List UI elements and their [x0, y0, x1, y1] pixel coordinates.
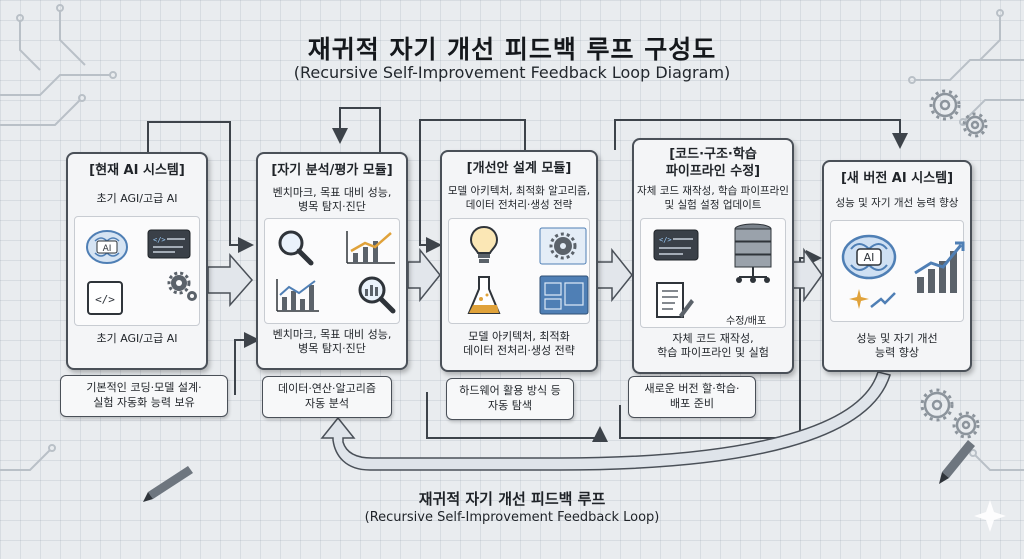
stage-subtitle: 벤치마크, 목표 대비 성능, 병목 탐지·진단	[260, 186, 404, 214]
svg-text:</>: </>	[659, 236, 672, 244]
bar-chart-icon	[276, 279, 319, 312]
stage-caption: 성능 및 자기 개선 능력 향상	[826, 332, 968, 360]
magnifier-icon	[278, 230, 314, 266]
note-line: 새로운 버전 할·학습·	[644, 382, 740, 395]
blueprint-icon	[539, 275, 589, 315]
stage-illustration: AI	[830, 220, 965, 322]
stage-header: [개선안 설계 모듈]	[466, 161, 572, 176]
note-line: 데이터·연산·알고리즘	[277, 382, 377, 395]
note-line: 자동 탐색	[488, 399, 532, 412]
stage-illustration: AI </> </>	[74, 216, 200, 326]
stage-header: [코드·구조·학습 파이프라인 수정]	[634, 146, 792, 180]
note-line: 실험 자동화 능력 보유	[93, 396, 195, 409]
subtitle-line: 모델 아키텍처, 최적화 알고리즘,	[447, 185, 591, 197]
stage-new-version-ai-system: [새 버전 AI 시스템] 성능 및 자기 개선 능력 향상 AI 성능 및 자…	[822, 160, 972, 372]
stage-code-pipeline-modification: [코드·구조·학습 파이프라인 수정] 자체 코드 재작성, 학습 파이프라인 …	[632, 138, 794, 374]
analysis-magnifier-icon	[358, 276, 396, 314]
gear-teeth	[920, 89, 988, 439]
note-line: 하드웨어 활용 방식 등	[459, 384, 561, 397]
stage-caption: 자체 코드 재작성, 학습 파이프라인 및 실험	[636, 332, 790, 360]
sparkle-decoration-icon	[974, 500, 1006, 532]
diagram-subtitle: (Recursive Self-Improvement Feedback Loo…	[293, 63, 731, 82]
pencil-decoration-icon	[143, 440, 975, 502]
stage-illustration	[264, 218, 400, 324]
ai-brain-icon: AI	[841, 234, 897, 280]
subtitle-line: 자체 코드 재작성, 학습 파이프라인	[637, 185, 789, 197]
ai-brain-icon: AI	[86, 230, 128, 264]
stage-self-analysis-module: [자기 분석/평가 모듈] 벤치마크, 목표 대비 성능, 병목 탐지·진단 벤…	[256, 152, 408, 370]
loop-subtitle: (Recursive Self-Improvement Feedback Loo…	[364, 510, 660, 525]
stage-subtitle: 성능 및 자기 개선 능력 향상	[835, 197, 959, 209]
stage-caption: 모델 아키텍처, 최적화 데이터 전처리·생성 전략	[444, 330, 594, 358]
subtitle-line: 병목 탐지·진단	[298, 200, 366, 213]
caption-line: 성능 및 자기 개선	[856, 332, 938, 345]
subtitle-line: 데이터 전처리·생성 전략	[465, 199, 573, 211]
deploy-label: 수정/배포	[726, 316, 767, 327]
flask-icon	[467, 276, 501, 314]
caption-line: 학습 파이프라인 및 실험	[657, 346, 769, 359]
circuit-traces	[0, 4, 1024, 471]
sparkle-icon	[849, 289, 896, 309]
stage-note-analysis: 데이터·연산·알고리즘 자동 분석	[262, 376, 392, 418]
lightbulb-icon	[469, 225, 499, 263]
stage-caption: 초기 AGI/고급 AI	[96, 332, 178, 345]
stage-illustration: </>	[640, 218, 786, 328]
stage-subtitle: 초기 AGI/고급 AI	[96, 192, 178, 205]
stage-illustration	[448, 218, 590, 324]
note-line: 배포 준비	[670, 397, 714, 410]
stage-header: [자기 분석/평가 모듈]	[271, 163, 393, 178]
note-line: 자동 분석	[305, 397, 349, 410]
svg-text:AI: AI	[103, 244, 112, 254]
code-editor-icon: </>	[87, 281, 123, 315]
svg-text:</>: </>	[153, 236, 166, 244]
rising-chart-icon	[346, 231, 395, 264]
svg-text:AI: AI	[864, 251, 875, 264]
caption-line: 능력 향상	[875, 346, 919, 359]
server-icon	[734, 223, 772, 283]
stage-note-design: 하드웨어 활용 방식 등 자동 탐색	[446, 378, 574, 420]
loop-title: 재귀적 자기 개선 피드백 루프	[418, 490, 606, 508]
header-line: 파이프라인 수정]	[665, 164, 761, 179]
growth-chart-icon	[914, 241, 965, 293]
code-window-icon: </>	[653, 229, 699, 261]
stage-header: [현재 AI 시스템]	[89, 163, 185, 178]
caption-line: 모델 아키텍처, 최적화	[468, 330, 570, 343]
caption-line: 병목 탐지·진단	[298, 342, 366, 355]
caption-line: 데이터 전처리·생성 전략	[463, 344, 575, 357]
document-pen-icon	[656, 282, 694, 318]
stage-note-pipeline: 새로운 버전 할·학습· 배포 준비	[628, 376, 756, 418]
subtitle-line: 벤치마크, 목표 대비 성능,	[272, 186, 392, 199]
gear-decoration-icon	[923, 92, 985, 436]
header-line: [코드·구조·학습	[669, 147, 757, 162]
stage-caption: 벤치마크, 목표 대비 성능, 병목 탐지·진단	[260, 328, 404, 356]
stage-improvement-design-module: [개선안 설계 모듈] 모델 아키텍처, 최적화 알고리즘, 데이터 전처리·생…	[440, 150, 598, 372]
subtitle-line: 및 실험 설정 업데이트	[664, 199, 762, 211]
stage-header: [새 버전 AI 시스템]	[840, 171, 954, 186]
code-window-icon: </>	[147, 229, 191, 259]
note-line: 기본적인 코딩·모델 설계·	[86, 381, 202, 394]
caption-line: 자체 코드 재작성,	[672, 332, 754, 345]
caption-line: 벤치마크, 목표 대비 성능,	[272, 328, 392, 341]
stage-subtitle: 자체 코드 재작성, 학습 파이프라인 및 실험 설정 업데이트	[636, 184, 790, 212]
gear-blueprint-icon	[539, 227, 587, 265]
diagram-title: 재귀적 자기 개선 피드백 루프 구성도	[307, 35, 717, 64]
svg-text:</>: </>	[95, 293, 115, 306]
gears-icon	[167, 271, 197, 301]
stage-note-current: 기본적인 코딩·모델 설계· 실험 자동화 능력 보유	[60, 375, 228, 417]
stage-current-ai-system: [현재 AI 시스템] 초기 AGI/고급 AI AI </> </> 초기 A…	[66, 152, 208, 370]
stage-subtitle: 모델 아키텍처, 최적화 알고리즘, 데이터 전처리·생성 전략	[444, 184, 594, 212]
